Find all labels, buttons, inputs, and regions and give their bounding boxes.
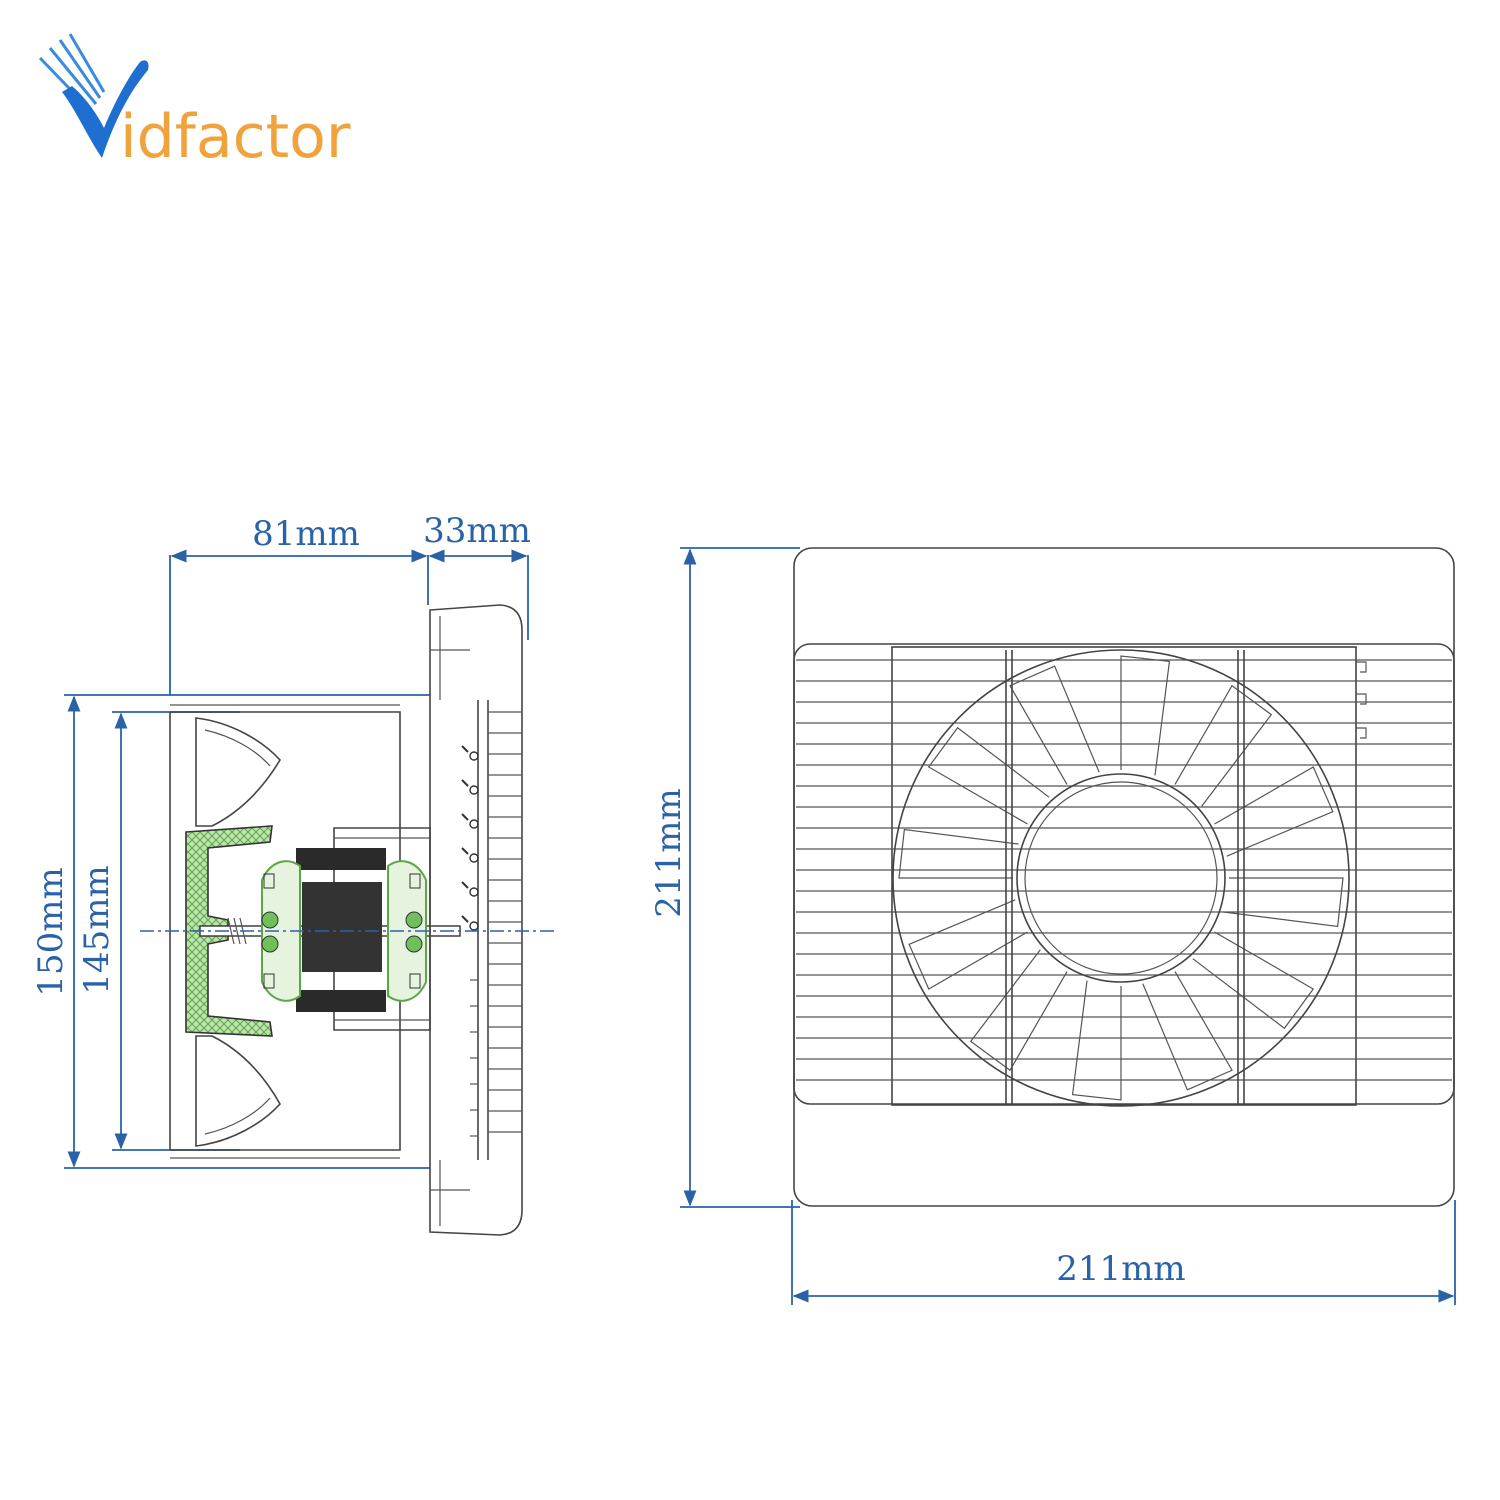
dim-label-front-height: 211mm	[649, 788, 689, 917]
front-view: 211mm 211mm	[649, 547, 1456, 1305]
fan-hub	[185, 825, 273, 1037]
dim-label-33: 33mm	[423, 511, 531, 551]
impeller-blade	[1142, 971, 1233, 1091]
impeller-blade	[908, 899, 1028, 990]
grille-frame	[793, 643, 1455, 1105]
shutter-link	[469, 751, 479, 761]
fan-blade-top	[195, 717, 281, 827]
shutter-link	[469, 819, 479, 829]
impeller-blade	[1120, 655, 1171, 776]
impeller-blade	[1223, 877, 1344, 928]
impeller-blade	[1192, 931, 1315, 1030]
dim-label-150: 150mm	[31, 867, 71, 996]
front-cover-profile	[429, 604, 523, 1236]
impeller-blade	[969, 949, 1068, 1072]
shutter-frame	[891, 646, 1357, 1106]
brand-logo: idfactor	[38, 33, 351, 172]
impeller-blade	[1071, 980, 1122, 1101]
shutter-hooks	[1356, 661, 1367, 739]
impeller-ring	[892, 649, 1350, 1107]
motor-core	[302, 882, 382, 972]
motor	[261, 848, 427, 1012]
dim-label-81: 81mm	[252, 514, 360, 554]
shutter-link	[469, 785, 479, 795]
shutter-link	[469, 887, 479, 897]
grille-slats	[488, 711, 522, 1133]
dim-label-front-width: 211mm	[1056, 1249, 1185, 1289]
fan-blade-bottom	[195, 1035, 281, 1147]
impeller-blades	[898, 655, 1344, 1101]
side-view: 81mm 33mm 150mm 145mm	[31, 511, 555, 1236]
impeller-blade	[1214, 766, 1334, 857]
shutter-link	[469, 921, 479, 931]
impeller-blade	[898, 828, 1019, 879]
grille-bars	[796, 659, 1452, 1081]
shutter-links	[461, 745, 479, 1137]
impeller-hub	[1016, 773, 1226, 983]
impeller-blade	[927, 726, 1050, 825]
dim-label-145: 145mm	[77, 865, 117, 994]
impeller-blade	[1009, 665, 1100, 785]
logo-v-shape	[62, 60, 149, 158]
shutter-link	[469, 853, 479, 863]
logo-letter: idfactor	[120, 102, 351, 172]
impeller-blade	[1174, 684, 1273, 807]
